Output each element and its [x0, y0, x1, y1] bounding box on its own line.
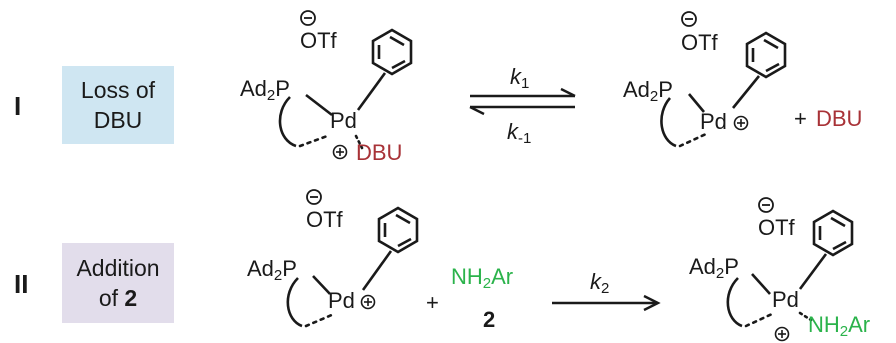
anion-charge-icon: [300, 10, 316, 26]
row1-numeral: I: [14, 91, 22, 121]
k-symbol: k: [590, 269, 601, 294]
row2-numeral: II: [14, 269, 29, 299]
palladium-atom: Pd: [328, 288, 355, 313]
phosphorus-atom: P: [282, 256, 297, 281]
anion-charge-icon: [306, 189, 322, 205]
row1-reactant-complex: [278, 10, 413, 160]
adamantyl-label: Ad: [689, 254, 716, 279]
anion-charge-icon: [681, 11, 697, 27]
amine-nh: NH: [451, 264, 483, 289]
chelate-backbone: [278, 96, 297, 148]
adamantyl-label: Ad: [240, 76, 267, 101]
subscript: 2: [839, 323, 849, 340]
subscript: 2: [649, 88, 659, 105]
adamantyl-label: Ad: [623, 77, 650, 102]
row2-label-box: Addition of 2: [62, 243, 174, 323]
chelate-dashed-bond: [298, 133, 332, 148]
row2-product-phenyl-ring: [812, 209, 854, 257]
p-pd-bond: [305, 93, 333, 117]
phosphorus-atom: P: [658, 77, 673, 102]
dbu-ligand: DBU: [356, 140, 403, 165]
k-1-subscript: -1: [518, 130, 532, 147]
phosphine-group: Ad2P: [240, 76, 290, 104]
rate-constant-k2: k2: [590, 269, 609, 297]
subscript: 2: [715, 265, 725, 282]
rate-constant-k-1: k-1: [507, 119, 531, 147]
pd-aryl-bond: [356, 72, 387, 111]
row2-box-line2: of 2: [99, 283, 137, 313]
amine-nh: NH: [808, 312, 840, 337]
adamantyl-label: Ad: [247, 256, 274, 281]
row2-product-complex: [726, 197, 854, 342]
row1-label-box: Loss of DBU: [62, 66, 174, 144]
rate-constant-k1: k1: [510, 64, 529, 92]
row1-box-line2: DBU: [93, 107, 143, 133]
subscript: 2: [266, 87, 276, 104]
amine-aryl: Ar: [491, 264, 514, 289]
cation-charge-icon: [332, 144, 348, 160]
pd-dbu-dashed-bond: [354, 134, 364, 150]
amine-aryl: Ar: [848, 312, 871, 337]
plus-sign: +: [794, 106, 807, 131]
row1-reactant-phenyl-ring: [371, 28, 413, 76]
row2-reactant-complex: [286, 189, 419, 328]
equilibrium-arrows: [469, 87, 576, 116]
k-symbol: k: [507, 119, 518, 144]
forward-arrow: [552, 294, 661, 312]
phosphorus-atom: P: [724, 254, 739, 279]
triflate-anion: OTf: [681, 30, 718, 55]
row1-product-complex: [660, 11, 787, 148]
phosphorus-atom: P: [275, 76, 290, 101]
k2-subscript: 2: [601, 280, 610, 297]
cation-charge-icon: [774, 326, 790, 342]
phosphine-group: Ad2P: [689, 254, 739, 282]
triflate-anion: OTf: [758, 215, 795, 240]
compound-number: 2: [483, 307, 496, 332]
row1-product-phenyl-ring: [745, 31, 787, 79]
plus-sign: +: [426, 290, 439, 315]
row2-reactant-phenyl-ring: [377, 206, 419, 254]
released-dbu: DBU: [816, 106, 863, 131]
k1-subscript: 1: [521, 75, 530, 92]
row1-box-line1: Loss of: [80, 77, 156, 103]
palladium-atom: Pd: [330, 108, 357, 133]
row2-box-line1: Addition: [76, 255, 160, 281]
anion-charge-icon: [758, 197, 774, 213]
palladium-atom: Pd: [700, 109, 727, 134]
row2-box-line2-prefix: of: [98, 285, 125, 311]
triflate-anion: OTf: [300, 28, 337, 53]
coordinated-amine: NH2Ar: [808, 312, 871, 340]
subscript: 2: [273, 267, 283, 284]
k-symbol: k: [510, 64, 521, 89]
cation-charge-icon: [733, 115, 749, 131]
amine-reagent: NH2Ar: [451, 264, 514, 292]
phosphine-group: Ad2P: [623, 77, 673, 105]
cation-charge-icon: [360, 294, 376, 310]
palladium-atom: Pd: [772, 287, 799, 312]
compound-number: 2: [124, 285, 138, 311]
phosphine-group: Ad2P: [247, 256, 297, 284]
subscript: 2: [482, 275, 492, 292]
triflate-anion: OTf: [306, 207, 343, 232]
